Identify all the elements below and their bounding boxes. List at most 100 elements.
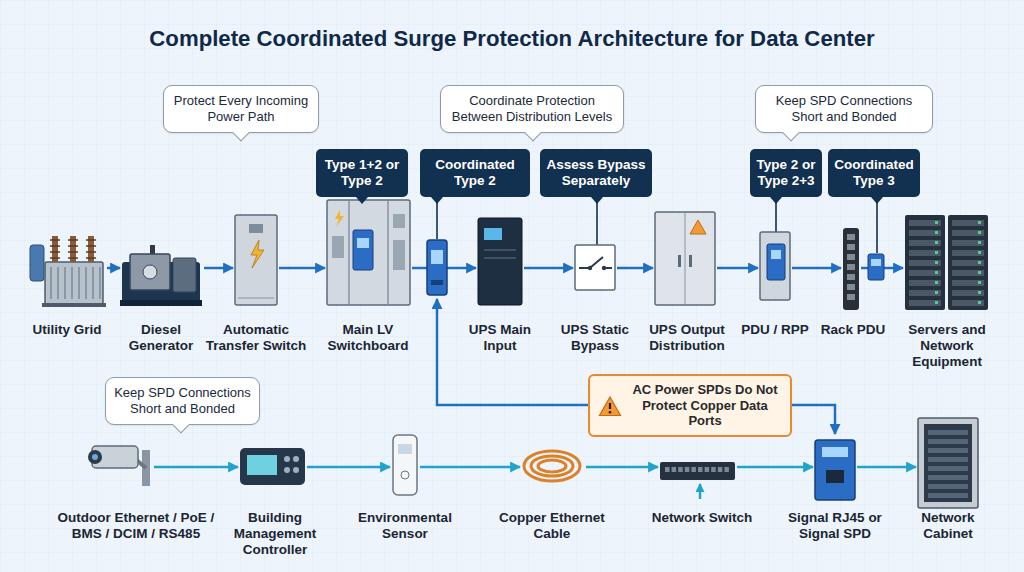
- signal-spd-icon: [822, 447, 848, 457]
- rack-pdu-icon: [847, 234, 855, 240]
- transformer-icon: [64, 267, 66, 299]
- flow-arrow: [420, 466, 520, 469]
- server-rack-icon: [935, 281, 938, 284]
- equipment-label: Diesel Generator: [116, 322, 206, 354]
- transformer-icon: [45, 262, 103, 304]
- server-rack-icon: [952, 270, 984, 276]
- equipment-label: Outdoor Ethernet / PoE / BMS / DCIM / RS…: [41, 510, 231, 542]
- note-text: Keep SPD Connections Short and Bonded: [762, 93, 926, 124]
- transformer-icon: [68, 245, 78, 247]
- tag-pointer: [591, 197, 603, 204]
- equipment-node: Building Management Controller: [240, 448, 305, 485]
- warning-icon: [609, 403, 611, 409]
- tag-pointer: [356, 197, 368, 204]
- flow-arrow: [107, 267, 120, 270]
- transfer-switch-icon: [238, 298, 274, 299]
- signal-spd-icon: [826, 470, 844, 483]
- note-text: Protect Every Incoming Power Path: [170, 93, 312, 124]
- flow-arrow: [154, 466, 238, 469]
- note-text: Assess Bypass Separately: [544, 157, 648, 188]
- server-rack-icon: [952, 260, 984, 266]
- equipment-label: UPS Main Input: [459, 322, 541, 354]
- network-cabinet-icon: [928, 430, 968, 498]
- sensor-icon: [398, 444, 412, 454]
- switchboard-icon: [335, 210, 344, 227]
- distribution-cabinet-icon: [655, 212, 715, 305]
- callout-bubble: Protect Every Incoming Power Path: [163, 85, 319, 132]
- transformer-icon: [30, 245, 44, 281]
- network-switch-icon: [660, 462, 735, 480]
- signal-spd-icon: [815, 440, 855, 500]
- data-path-feedback-wire: [437, 299, 835, 499]
- switchboard-icon: [327, 200, 410, 305]
- transfer-switch-icon: [235, 215, 277, 305]
- controller-icon: [284, 456, 290, 462]
- transformer-icon: [50, 257, 60, 259]
- server-rack-icon: [978, 241, 981, 244]
- switchboard-icon: [387, 201, 389, 304]
- transformer-icon: [68, 239, 78, 241]
- network-cabinet-icon: [918, 418, 978, 508]
- note-text: Coordinated Type 3: [832, 157, 916, 188]
- server-rack-icon: [978, 221, 981, 224]
- tag-pointer: [431, 197, 443, 204]
- spd-type-tag: Assess Bypass Separately: [540, 149, 652, 196]
- server-rack-icon: [905, 215, 945, 310]
- equipment-node: UPS Static Bypass: [575, 245, 615, 290]
- flow-arrow: [586, 466, 658, 469]
- transformer-icon: [50, 245, 60, 247]
- equipment-node: PDU / RPP: [760, 232, 790, 300]
- callout-tail: [783, 124, 800, 141]
- tag-pointer: [871, 197, 883, 204]
- server-rack-icon: [978, 281, 981, 284]
- switchboard-icon: [332, 236, 344, 258]
- server-rack-icon: [978, 291, 981, 294]
- equipment-node: Outdoor Ethernet / PoE / BMS / DCIM / RS…: [90, 435, 152, 495]
- equipment-label: Building Management Controller: [225, 510, 325, 559]
- network-switch-icon: [665, 467, 729, 472]
- server-rack-icon: [935, 291, 938, 294]
- bypass-switch-icon: [575, 245, 615, 290]
- network-switch-icon: [705, 467, 710, 472]
- generator-icon: [130, 254, 170, 290]
- data-path-feedback-wire: [699, 484, 702, 499]
- rack-pdu-icon: [847, 254, 855, 260]
- flow-arrow: [204, 267, 233, 270]
- switchboard-icon: [353, 230, 373, 270]
- rack-pdu-icon: [847, 234, 855, 300]
- generator-icon: [173, 258, 196, 292]
- transfer-switch-icon: [251, 240, 264, 268]
- transformer-icon: [86, 257, 96, 259]
- callout-bubble: Keep SPD Connections Short and Bonded: [755, 85, 933, 132]
- cable-coil-icon: [531, 456, 573, 476]
- controller-icon: [240, 448, 305, 485]
- rack-pdu-icon: [847, 264, 855, 270]
- transfer-switch-icon: [235, 215, 277, 305]
- spd-module: [868, 254, 884, 280]
- transformer-icon: [30, 236, 106, 307]
- network-switch-icon: [698, 467, 703, 472]
- callout-tail: [525, 124, 542, 141]
- equipment-label: Servers and Network Equipment: [902, 322, 992, 371]
- equipment-label: Copper Ethernet Cable: [492, 510, 612, 542]
- ups-icon: [478, 218, 522, 305]
- equipment-label: UPS Output Distribution: [637, 322, 737, 354]
- server-rack-icon: [952, 230, 984, 236]
- server-rack-icon: [935, 271, 938, 274]
- spd-module: [427, 240, 447, 295]
- equipment-node: Automatic Transfer Switch: [235, 215, 277, 305]
- network-cabinet-icon: [928, 448, 968, 453]
- equipment-node: UPS Output Distribution: [655, 212, 715, 305]
- distribution-cabinet-icon: [678, 255, 681, 267]
- equipment-label: Network Switch: [642, 510, 762, 526]
- controller-icon: [240, 448, 305, 485]
- warning-icon: [598, 395, 622, 417]
- network-switch-icon: [678, 467, 683, 472]
- pdu-icon: [767, 244, 785, 280]
- ups-icon: [484, 249, 516, 251]
- note-text: AC Power SPDs Do Not Protect Copper Data…: [626, 382, 784, 429]
- equipment-label: Main LV Switchboard: [313, 322, 423, 354]
- transformer-icon: [50, 267, 52, 299]
- camera-icon: [88, 450, 102, 464]
